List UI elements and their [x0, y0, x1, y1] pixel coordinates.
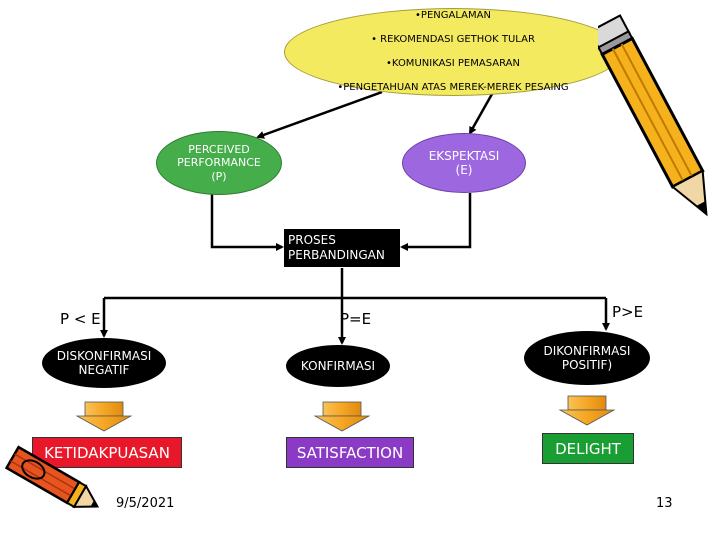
- proses-perbandingan-box: PROSES PERBANDINGAN: [284, 229, 400, 267]
- condition-middle: P=E: [340, 310, 372, 328]
- condition-left: P < E: [60, 310, 101, 328]
- orange-arrow-middle: [313, 401, 371, 432]
- perceived-performance-label: PERCEIVED PERFORMANCE (P): [177, 143, 261, 183]
- factor-item: •PENGALAMAN: [415, 10, 491, 21]
- dikonfirmasi-positif-ellipse: DIKONFIRMASI POSITIF): [524, 331, 650, 385]
- ekspektasi-label: EKSPEKTASI (E): [428, 148, 500, 177]
- orange-arrow-right: [558, 395, 616, 426]
- diskonfirmasi-negatif-label: DISKONFIRMASI NEGATIF: [56, 348, 152, 377]
- konfirmasi-ellipse: KONFIRMASI: [286, 345, 390, 387]
- factor-item: •KOMUNIKASI PEMASARAN: [386, 58, 520, 69]
- konfirmasi-label: KONFIRMASI: [300, 358, 376, 373]
- line-top-to-perceived: [256, 90, 383, 139]
- delight-box: DELIGHT: [542, 433, 634, 464]
- slide-date: 9/5/2021: [116, 496, 175, 511]
- condition-right: P>E: [612, 303, 644, 321]
- factors-ellipse: •PENGALAMAN • REKOMENDASI GETHOK TULAR •…: [284, 8, 622, 96]
- line-top-to-ekspektasi: [468, 93, 494, 135]
- factor-item: • REKOMENDASI GETHOK TULAR: [371, 34, 535, 45]
- pencil-icon: [598, 14, 708, 217]
- orange-arrow-left: [75, 401, 133, 432]
- satisfaction-box: SATISFACTION: [286, 437, 414, 468]
- pencil-icon: [4, 445, 100, 509]
- dikonfirmasi-positif-label: DIKONFIRMASI POSITIF): [543, 343, 631, 372]
- factors-list: •PENGALAMAN • REKOMENDASI GETHOK TULAR •…: [337, 0, 568, 106]
- ketidakpuasan-box: KETIDAKPUASAN: [32, 437, 182, 468]
- diskonfirmasi-negatif-ellipse: DISKONFIRMASI NEGATIF: [42, 338, 166, 388]
- ekspektasi-ellipse: EKSPEKTASI (E): [402, 133, 526, 193]
- perceived-performance-ellipse: PERCEIVED PERFORMANCE (P): [156, 131, 282, 195]
- line-ekspektasi-to-proses: [400, 193, 472, 251]
- slide-page-number: 13: [656, 496, 673, 511]
- line-perceived-to-proses: [210, 194, 284, 251]
- factor-item: •PENGETAHUAN ATAS MEREK-MEREK PESAING: [337, 82, 569, 93]
